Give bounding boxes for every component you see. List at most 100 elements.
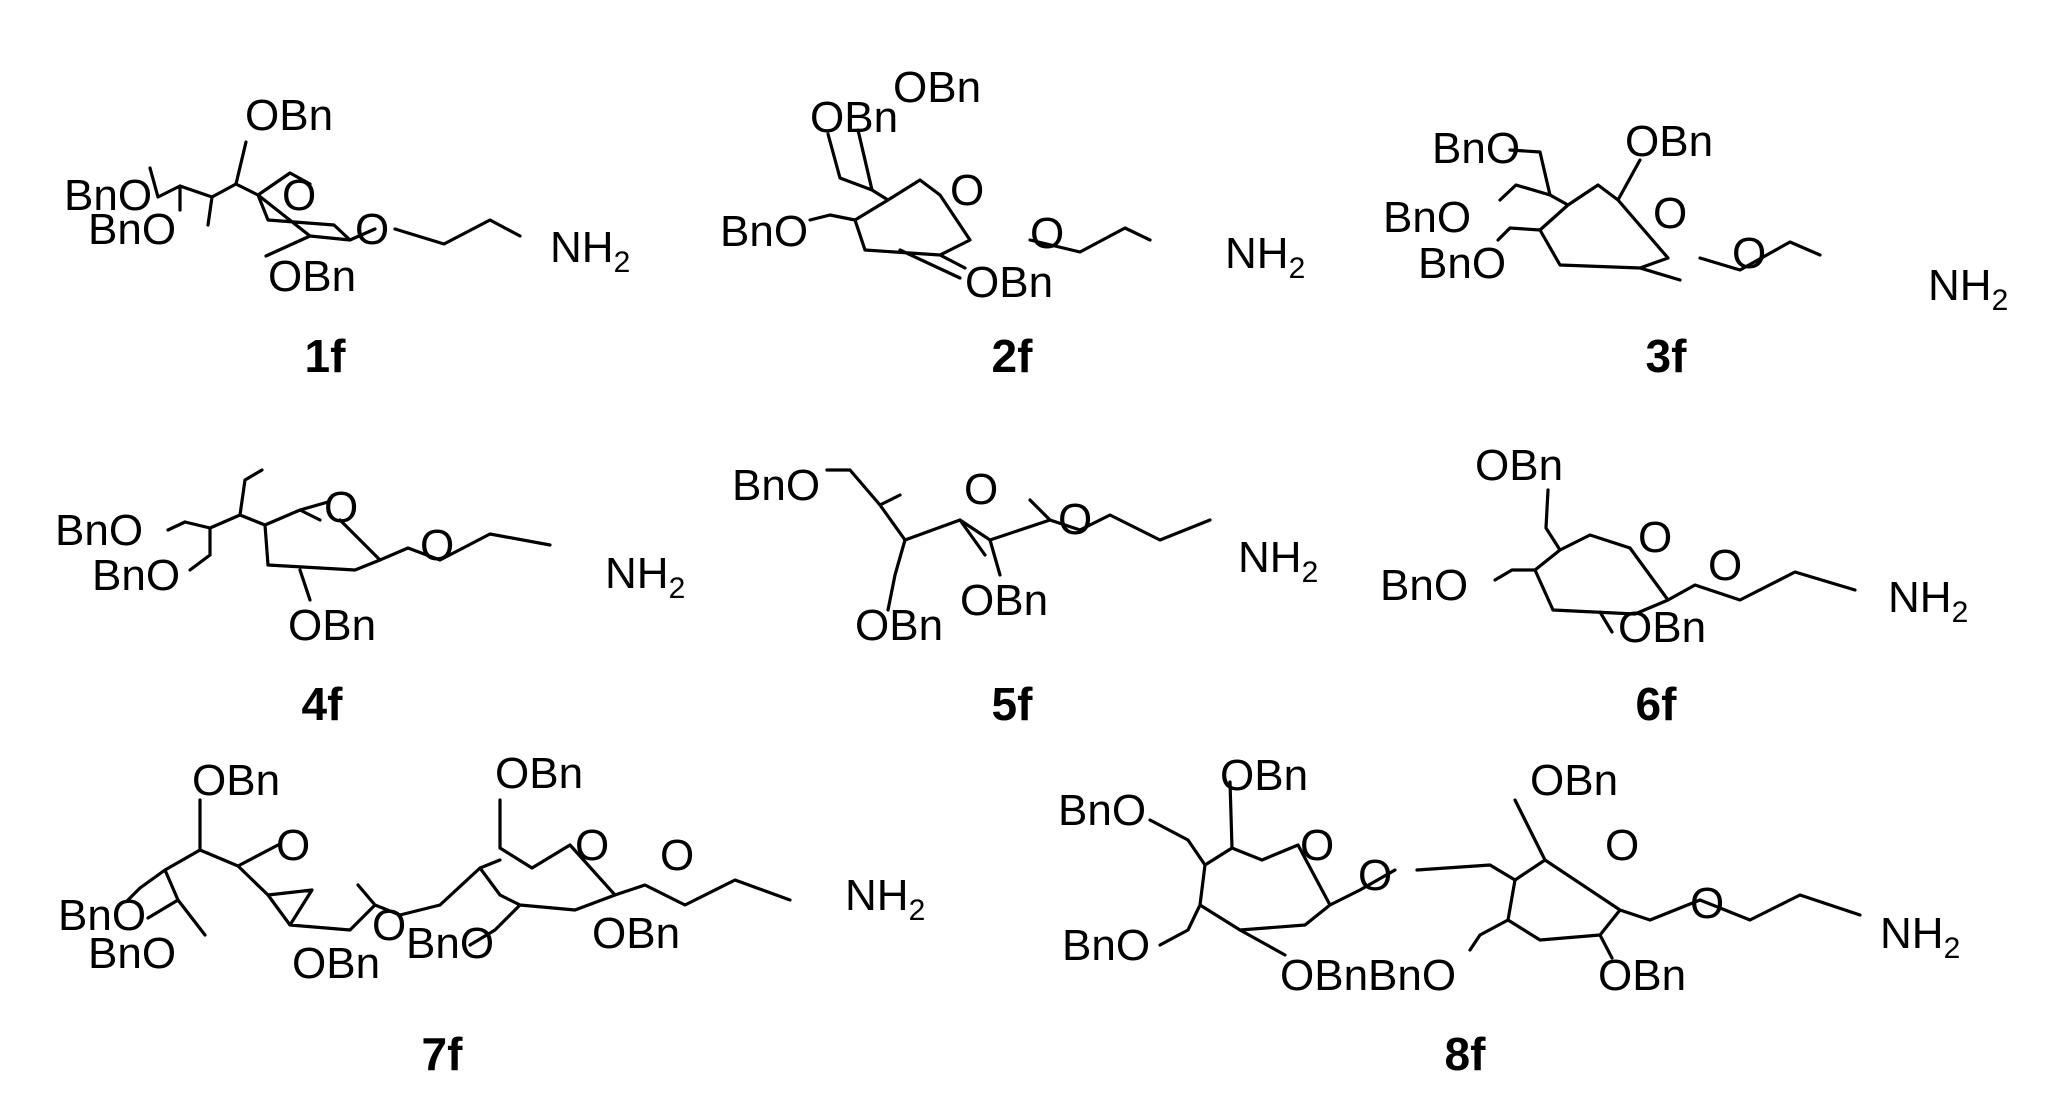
compound-id: 7f xyxy=(422,1028,464,1080)
o-label: O xyxy=(575,821,609,870)
compound-id: 8f xyxy=(1445,1028,1487,1080)
o-label: O xyxy=(964,465,998,514)
nh-text: NH xyxy=(1880,909,1944,958)
bno-label: BnO xyxy=(1432,124,1520,173)
o-label: O xyxy=(276,821,310,870)
nh-subscript: 2 xyxy=(1992,284,2009,317)
nh-text: NH xyxy=(1225,229,1289,278)
bno-label: BnO xyxy=(1058,786,1146,835)
obn-label: OBn xyxy=(192,756,280,805)
o-label: O xyxy=(1030,209,1064,258)
bno-label: BnO xyxy=(64,171,152,220)
o-label: O xyxy=(1300,821,1334,870)
o-label: O xyxy=(355,205,389,254)
bno-label: BnO xyxy=(732,461,820,510)
bno-label: BnO xyxy=(58,891,146,940)
amine-group: NH2 xyxy=(845,871,925,927)
bno-label: BnO xyxy=(406,919,494,968)
amine-group: NH2 xyxy=(1225,229,1305,285)
bno-label: BnO xyxy=(88,929,176,978)
bno-label: BnO xyxy=(720,207,808,256)
obn-label: OBn xyxy=(592,909,680,958)
nh-subscript: 2 xyxy=(614,246,631,279)
bonds xyxy=(1493,488,1857,634)
bonds xyxy=(166,468,552,602)
bno-label: BnO xyxy=(92,551,180,600)
obn-label: OBn xyxy=(1220,751,1308,800)
obn-label: OBn xyxy=(893,63,981,112)
o-label: O xyxy=(420,521,454,570)
o-label: O xyxy=(950,166,984,215)
obn-label: OBn xyxy=(1475,441,1563,490)
nh-subscript: 2 xyxy=(1952,596,1969,629)
o-label: O xyxy=(660,831,694,880)
o-label: O xyxy=(372,901,406,950)
amine-group: NH2 xyxy=(605,549,685,605)
bno-label: BnO xyxy=(88,205,176,254)
obn-label: OBn xyxy=(292,939,380,988)
bonds xyxy=(1496,148,1822,282)
bonds xyxy=(1148,780,1862,960)
obn-label: OBn xyxy=(1530,756,1618,805)
compound-id: 2f xyxy=(992,330,1034,382)
o-label: O xyxy=(1690,879,1724,928)
o-label: O xyxy=(1732,229,1766,278)
nh-text: NH xyxy=(845,871,909,920)
bonds xyxy=(825,468,1212,612)
o-label: O xyxy=(1638,513,1672,562)
amine-group: NH2 xyxy=(1238,533,1318,589)
nh-text: NH xyxy=(1928,261,1992,310)
bno-label: BnO xyxy=(1418,239,1506,288)
obnbno-label: OBnBnO xyxy=(1280,951,1456,1000)
bno-label: BnO xyxy=(1383,193,1471,242)
obn-label: OBn xyxy=(1618,603,1706,652)
amine-group: NH2 xyxy=(1880,909,1960,965)
nh-subscript: 2 xyxy=(1289,252,1306,285)
obn-label: OBn xyxy=(965,258,1053,307)
obn-label: OBn xyxy=(855,601,943,650)
obn-label: OBn xyxy=(1598,951,1686,1000)
nh-text: NH xyxy=(550,223,614,272)
nh-text: NH xyxy=(1888,573,1952,622)
amine-group: NH2 xyxy=(1888,573,1968,629)
obn-label: OBn xyxy=(288,601,376,650)
o-label: O xyxy=(1708,541,1742,590)
obn-label: OBn xyxy=(1625,117,1713,166)
bno-label: BnO xyxy=(55,506,143,555)
o-label: O xyxy=(324,483,358,532)
nh-subscript: 2 xyxy=(669,572,686,605)
o-label: O xyxy=(1653,189,1687,238)
o-label: O xyxy=(282,171,316,220)
o-label: O xyxy=(1605,821,1639,870)
nh-subscript: 2 xyxy=(909,894,926,927)
compound-id: 3f xyxy=(1646,330,1688,382)
obn-label: OBn xyxy=(495,749,583,798)
bno-label: BnO xyxy=(1062,921,1150,970)
nh-text: NH xyxy=(1238,533,1302,582)
obn-label: OBn xyxy=(810,93,898,142)
compound-id: 1f xyxy=(305,330,347,382)
o-label: O xyxy=(1358,851,1392,900)
nh-subscript: 2 xyxy=(1944,932,1961,965)
amine-group: NH2 xyxy=(1928,261,2008,317)
bno-label: BnO xyxy=(1380,561,1468,610)
amine-group: NH2 xyxy=(550,223,630,279)
bonds xyxy=(126,798,792,947)
bonds xyxy=(808,128,1152,280)
obn-label: OBn xyxy=(245,91,333,140)
o-label: O xyxy=(1058,495,1092,544)
nh-text: NH xyxy=(605,549,669,598)
obn-label: OBn xyxy=(268,252,356,301)
nh-subscript: 2 xyxy=(1302,556,1319,589)
compound-id: 4f xyxy=(302,678,344,730)
compound-id: 6f xyxy=(1636,678,1678,730)
